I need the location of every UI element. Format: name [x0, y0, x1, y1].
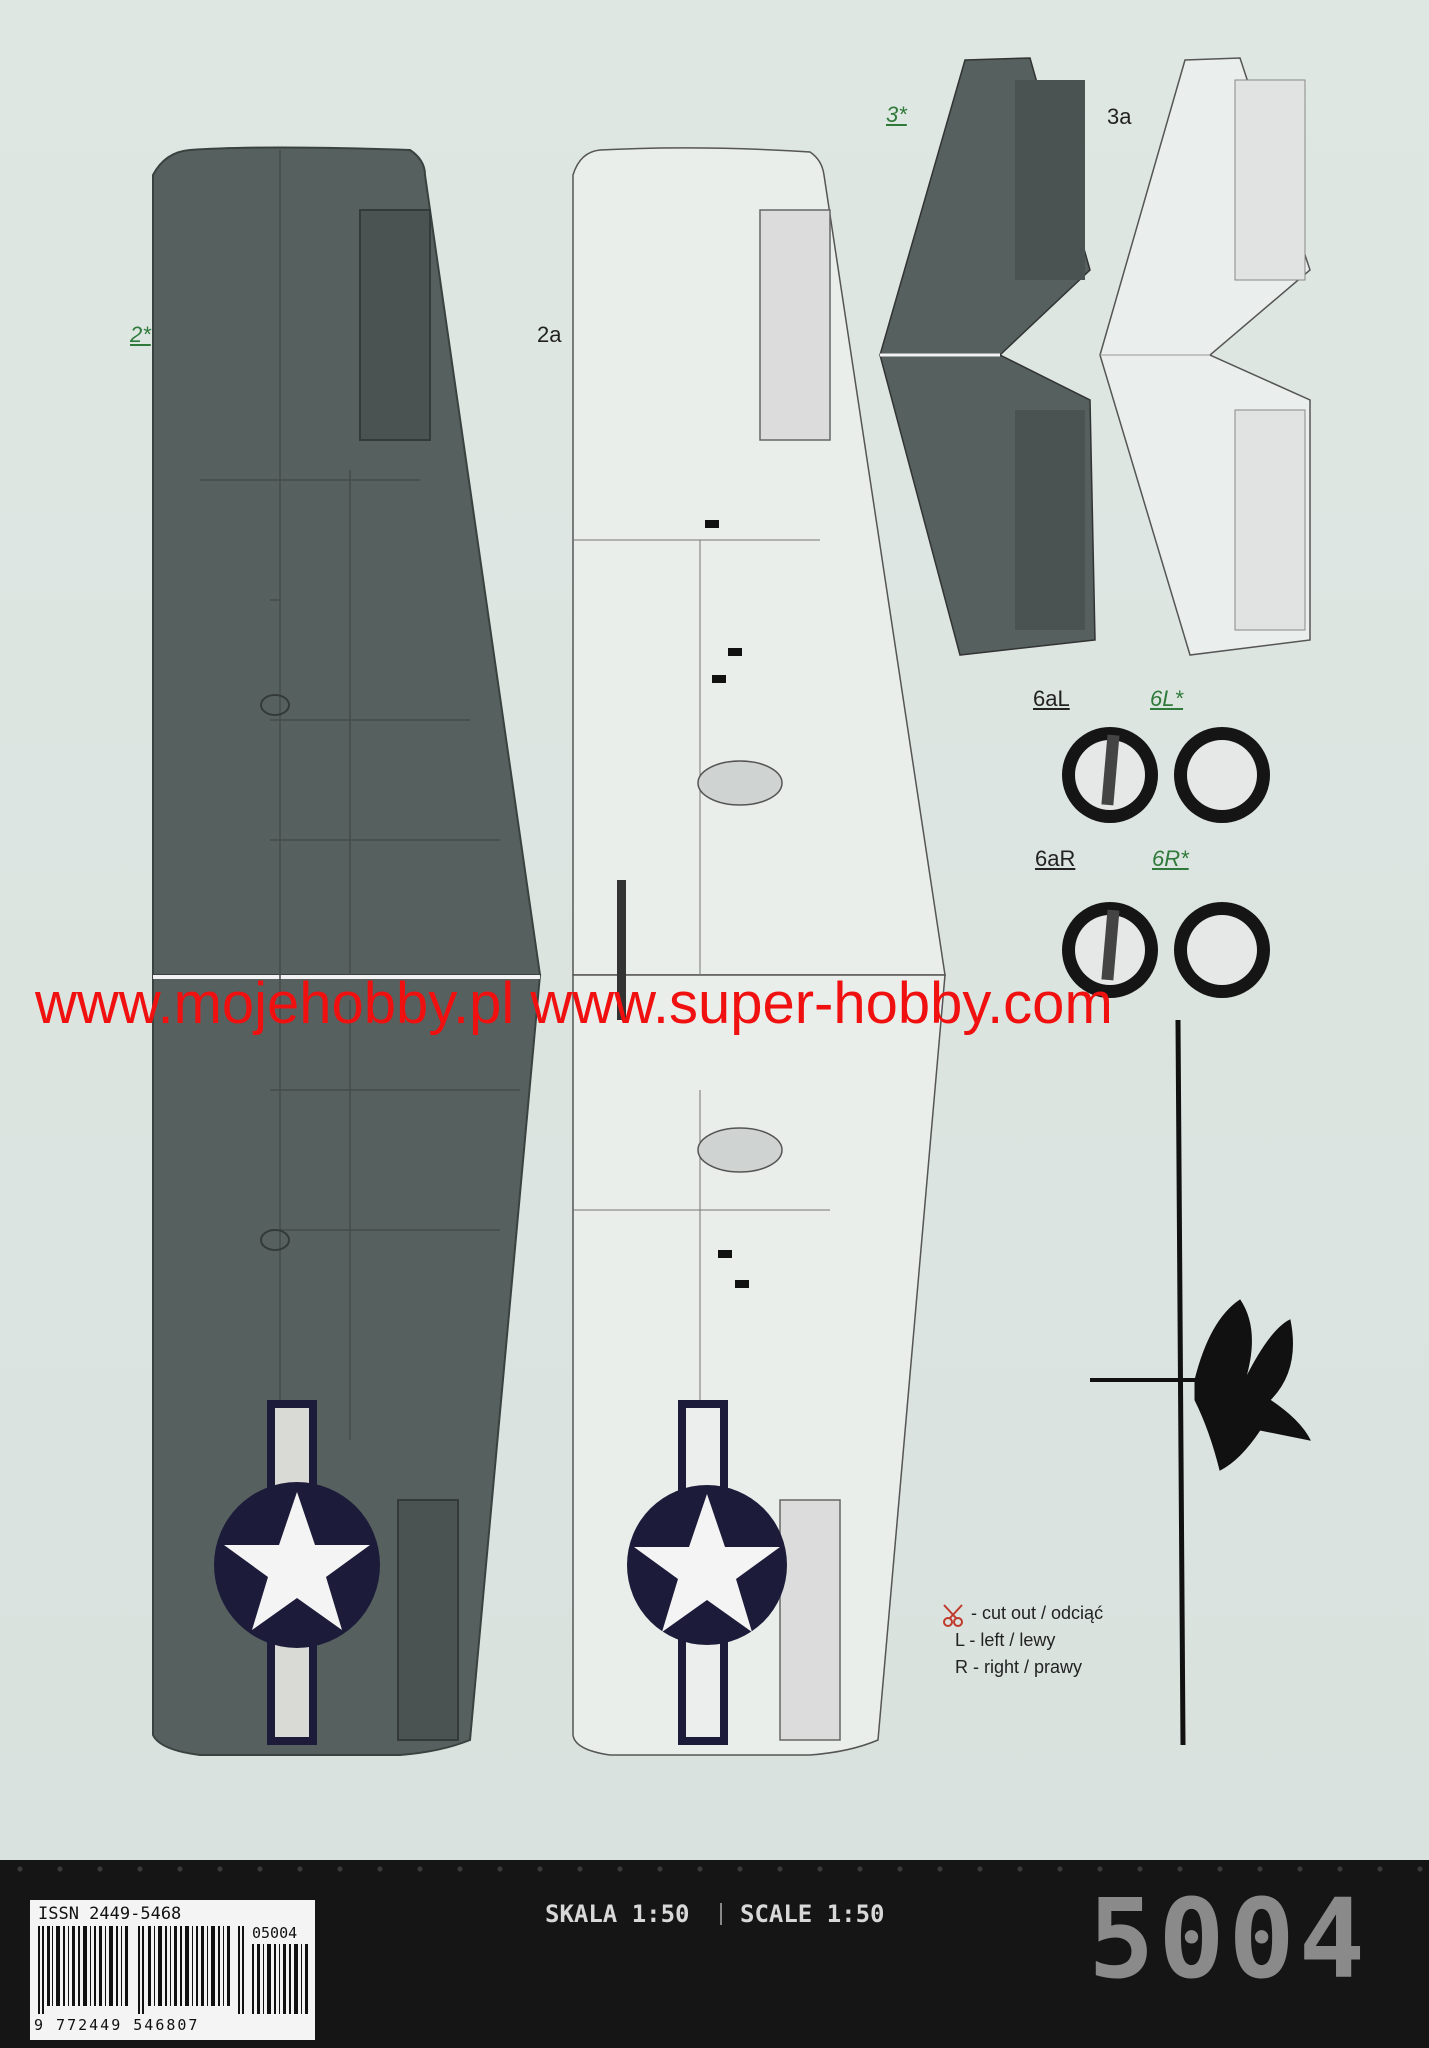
tailplane-part-3a-outline — [1099, 57, 1311, 656]
label-part-3a: 3a — [1107, 104, 1132, 129]
label-part-6L: 6L* — [1150, 686, 1184, 711]
barcode-icon — [38, 1926, 244, 2014]
legend: - cut out / odciąć L - left / lewy R - r… — [955, 1600, 1103, 1681]
label-part-6aR: 6aR — [1035, 846, 1076, 871]
label-part-2a: 2a — [537, 322, 562, 347]
wing-part-2-grey — [152, 146, 542, 1756]
label-part-2: 2* — [130, 322, 151, 347]
footer-dot-pattern — [0, 1860, 1429, 1878]
aircraft-silhouette — [1090, 1019, 1311, 1746]
label-part-3: 3* — [886, 102, 907, 127]
scissors-icon — [943, 1604, 963, 1627]
tailplane-part-3-grey — [879, 57, 1096, 656]
issn-text: ISSN 2449-5468 — [38, 1904, 182, 1924]
issue-number: 5004 — [1088, 1875, 1369, 2003]
barcode-panel: ISSN 2449-5468 9 772449 546807 05004 — [30, 1900, 315, 2040]
scale-english: SCALE 1:50 — [740, 1900, 885, 1928]
parts-drawing — [152, 57, 1311, 1756]
scale-separator — [720, 1903, 722, 1925]
legend-cut: - cut out / odciąć — [971, 1603, 1104, 1623]
legend-right: R - right / prawy — [955, 1657, 1083, 1677]
wing-part-2a-outline — [572, 147, 946, 1756]
supplement-barcode-icon — [252, 1944, 308, 2014]
legend-left: L - left / lewy — [955, 1630, 1056, 1650]
label-part-6R: 6R* — [1152, 846, 1189, 871]
wheels — [1062, 727, 1270, 998]
scale-polish: SKALA 1:50 — [545, 1900, 690, 1928]
supplement-code: 05004 — [252, 1924, 298, 1942]
barcode-digits: 9 772449 546807 — [34, 2016, 200, 2034]
label-part-6aL: 6aL — [1033, 686, 1070, 711]
watermark-text: www.mojehobby.pl www.super-hobby.com — [35, 971, 1113, 1036]
model-sheet: 2* 2a 3* 3a 6aL 6L* 6aR 6R* www.mojehobb… — [0, 0, 1429, 1860]
